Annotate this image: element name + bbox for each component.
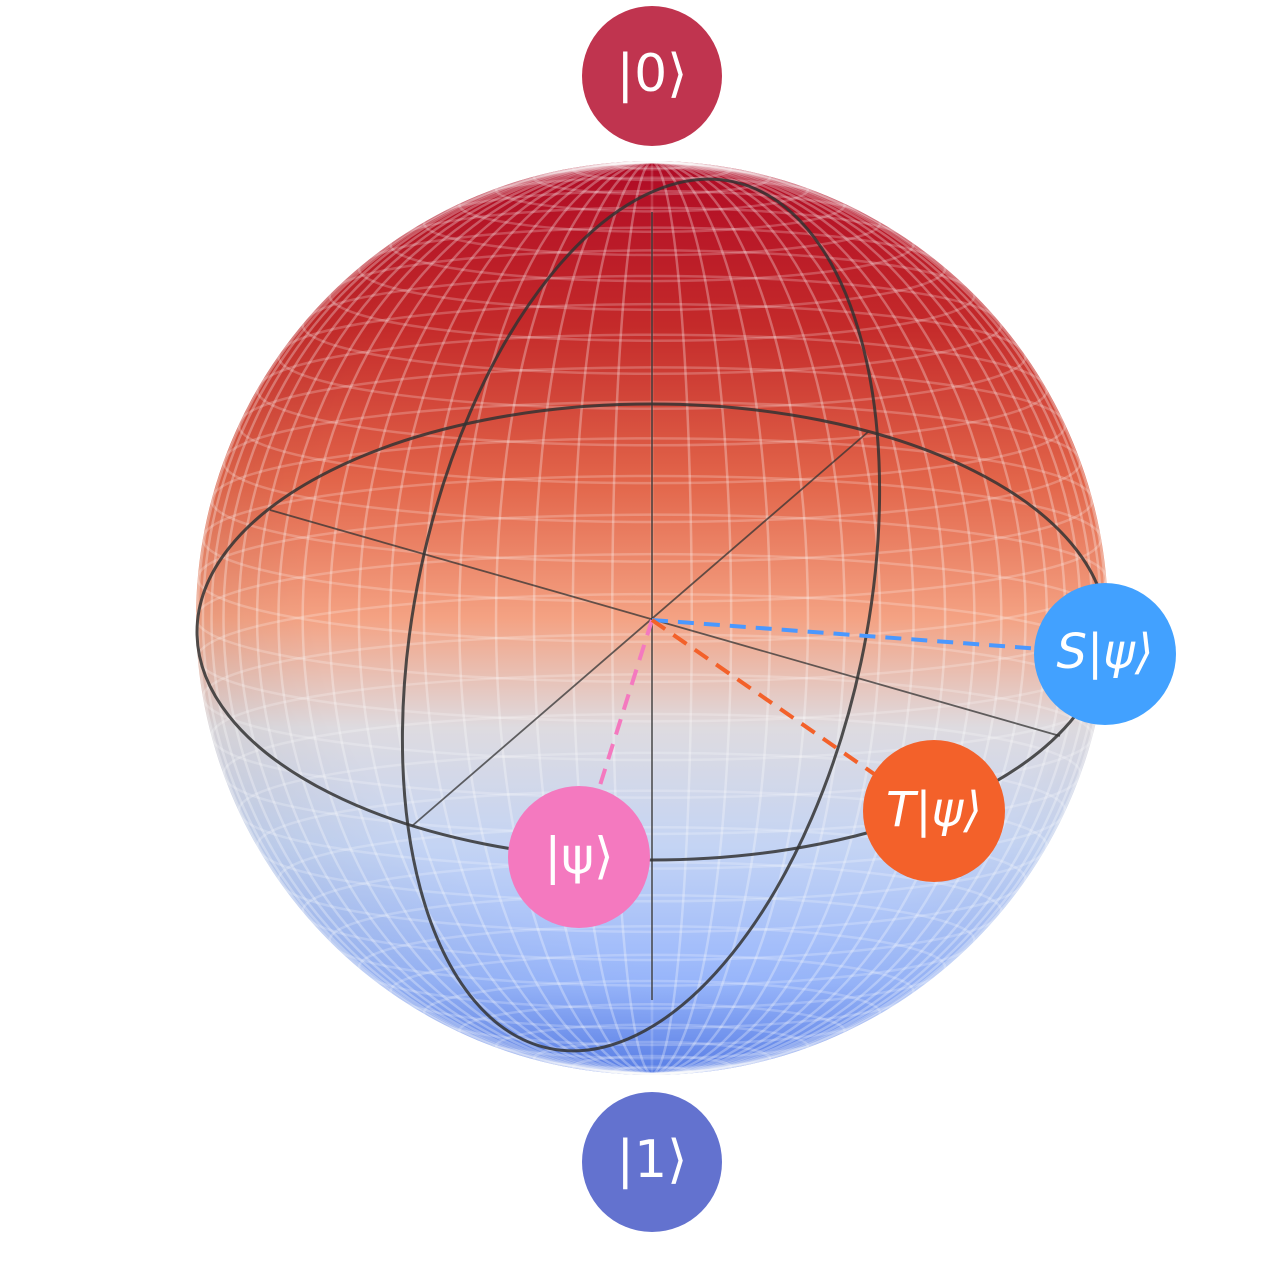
mesh-latitude [458, 1003, 846, 1060]
state-zero-label: |0⟩ [617, 44, 688, 104]
state-one-circle [582, 1092, 722, 1232]
mesh-latitude [532, 1040, 772, 1075]
mesh-longitude [277, 161, 1027, 1075]
mesh-longitude [301, 161, 1003, 1075]
state-psi-marker: |ψ⟩ [508, 786, 650, 928]
mesh-longitude [571, 161, 733, 1075]
state-psi-circle [508, 786, 650, 928]
mesh-longitude [328, 161, 976, 1075]
mesh-longitude [611, 161, 693, 1075]
meridian-circle [400, 177, 882, 1053]
mesh-longitude [389, 161, 915, 1075]
mesh-latitude [494, 1023, 810, 1070]
state-one-label: |1⟩ [617, 1130, 688, 1190]
mesh-longitude [494, 161, 810, 1075]
x-axis [269, 509, 1061, 737]
mesh-latitude [494, 166, 810, 213]
y-axis [411, 431, 869, 827]
state-t-psi-label: T|ψ⟩ [886, 782, 982, 838]
mesh-latitude [611, 161, 693, 171]
mesh-longitude [494, 161, 810, 1075]
s-psi-vector [651, 618, 1056, 652]
state-one-marker: |1⟩ [582, 1092, 722, 1232]
mesh-longitude [196, 161, 1108, 1075]
mesh-latitude [571, 1054, 733, 1075]
mesh-longitude [357, 161, 947, 1075]
state-s-psi-label: S|ψ⟩ [1056, 624, 1153, 680]
state-s-psi-marker: S|ψ⟩ [1034, 583, 1176, 725]
mesh-latitude [611, 1065, 693, 1075]
mesh-longitude [532, 161, 772, 1075]
state-t-psi-circle [863, 740, 1005, 882]
mesh-longitude [458, 161, 846, 1075]
state-zero-marker: |0⟩ [582, 6, 722, 146]
mesh-longitude [389, 161, 915, 1075]
state-zero-circle [582, 6, 722, 146]
state-s-psi-circle [1034, 583, 1176, 725]
mesh-latitude [532, 161, 772, 196]
state-psi-label: |ψ⟩ [544, 827, 613, 885]
mesh-latitude [571, 161, 733, 182]
mesh-longitude [422, 161, 882, 1075]
t-psi-vector [650, 618, 892, 787]
mesh-longitude [611, 161, 693, 1075]
mesh-longitude [571, 161, 733, 1075]
mesh-longitude [532, 161, 772, 1075]
state-t-psi-marker: T|ψ⟩ [863, 740, 1005, 882]
mesh-longitude [301, 161, 1003, 1075]
mesh-longitude [328, 161, 976, 1075]
mesh-longitude [277, 161, 1027, 1075]
mesh-longitude [422, 161, 882, 1075]
axes [269, 212, 1061, 1000]
mesh-longitude [357, 161, 947, 1075]
mesh-longitude [458, 161, 846, 1075]
